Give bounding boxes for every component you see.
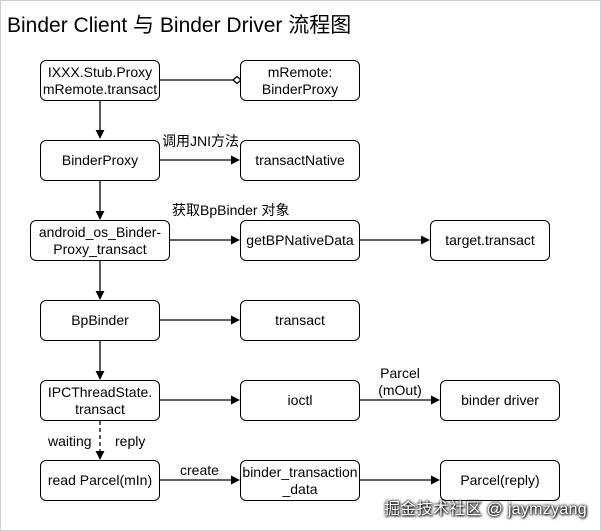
- node-transact-native: transactNative: [240, 140, 360, 181]
- node-binder-proxy: BinderProxy: [40, 140, 160, 181]
- node-target-transact: target.transact: [430, 220, 550, 261]
- watermark: 掘金技术社区 @ jaymzyang: [383, 501, 587, 518]
- node-bp-binder: BpBinder: [40, 300, 160, 341]
- node-binder-transaction-data: binder_transaction _data: [240, 460, 360, 501]
- edge-label-get-bp-binder: 获取BpBinder 对象: [172, 202, 290, 219]
- node-m-remote: mRemote: BinderProxy: [240, 60, 360, 101]
- node-android-os-binder-proxy-transact: android_os_Binder- Proxy_transact: [30, 220, 170, 261]
- edge-label-jni: 调用JNI方法: [162, 133, 239, 150]
- node-binder-driver: binder driver: [440, 380, 560, 421]
- edge-label-reply: reply: [115, 433, 146, 450]
- node-stub-proxy: IXXX.Stub.Proxy mRemote.transact: [40, 60, 160, 101]
- edge-label-create: create: [180, 462, 219, 479]
- diagram-title: Binder Client 与 Binder Driver 流程图: [7, 14, 352, 37]
- edge-label-parcel-mout: Parcel (mOut): [377, 365, 423, 399]
- node-ipc-thread-state-transact: IPCThreadState. transact: [40, 380, 160, 421]
- node-read-parcel: read Parcel(mIn): [40, 460, 160, 501]
- node-parcel-reply: Parcel(reply): [440, 460, 560, 501]
- edge-label-waiting: waiting: [48, 433, 92, 450]
- node-transact: transact: [240, 300, 360, 341]
- node-ioctl: ioctl: [240, 380, 360, 421]
- node-get-bp-native-data: getBPNativeData: [240, 220, 360, 261]
